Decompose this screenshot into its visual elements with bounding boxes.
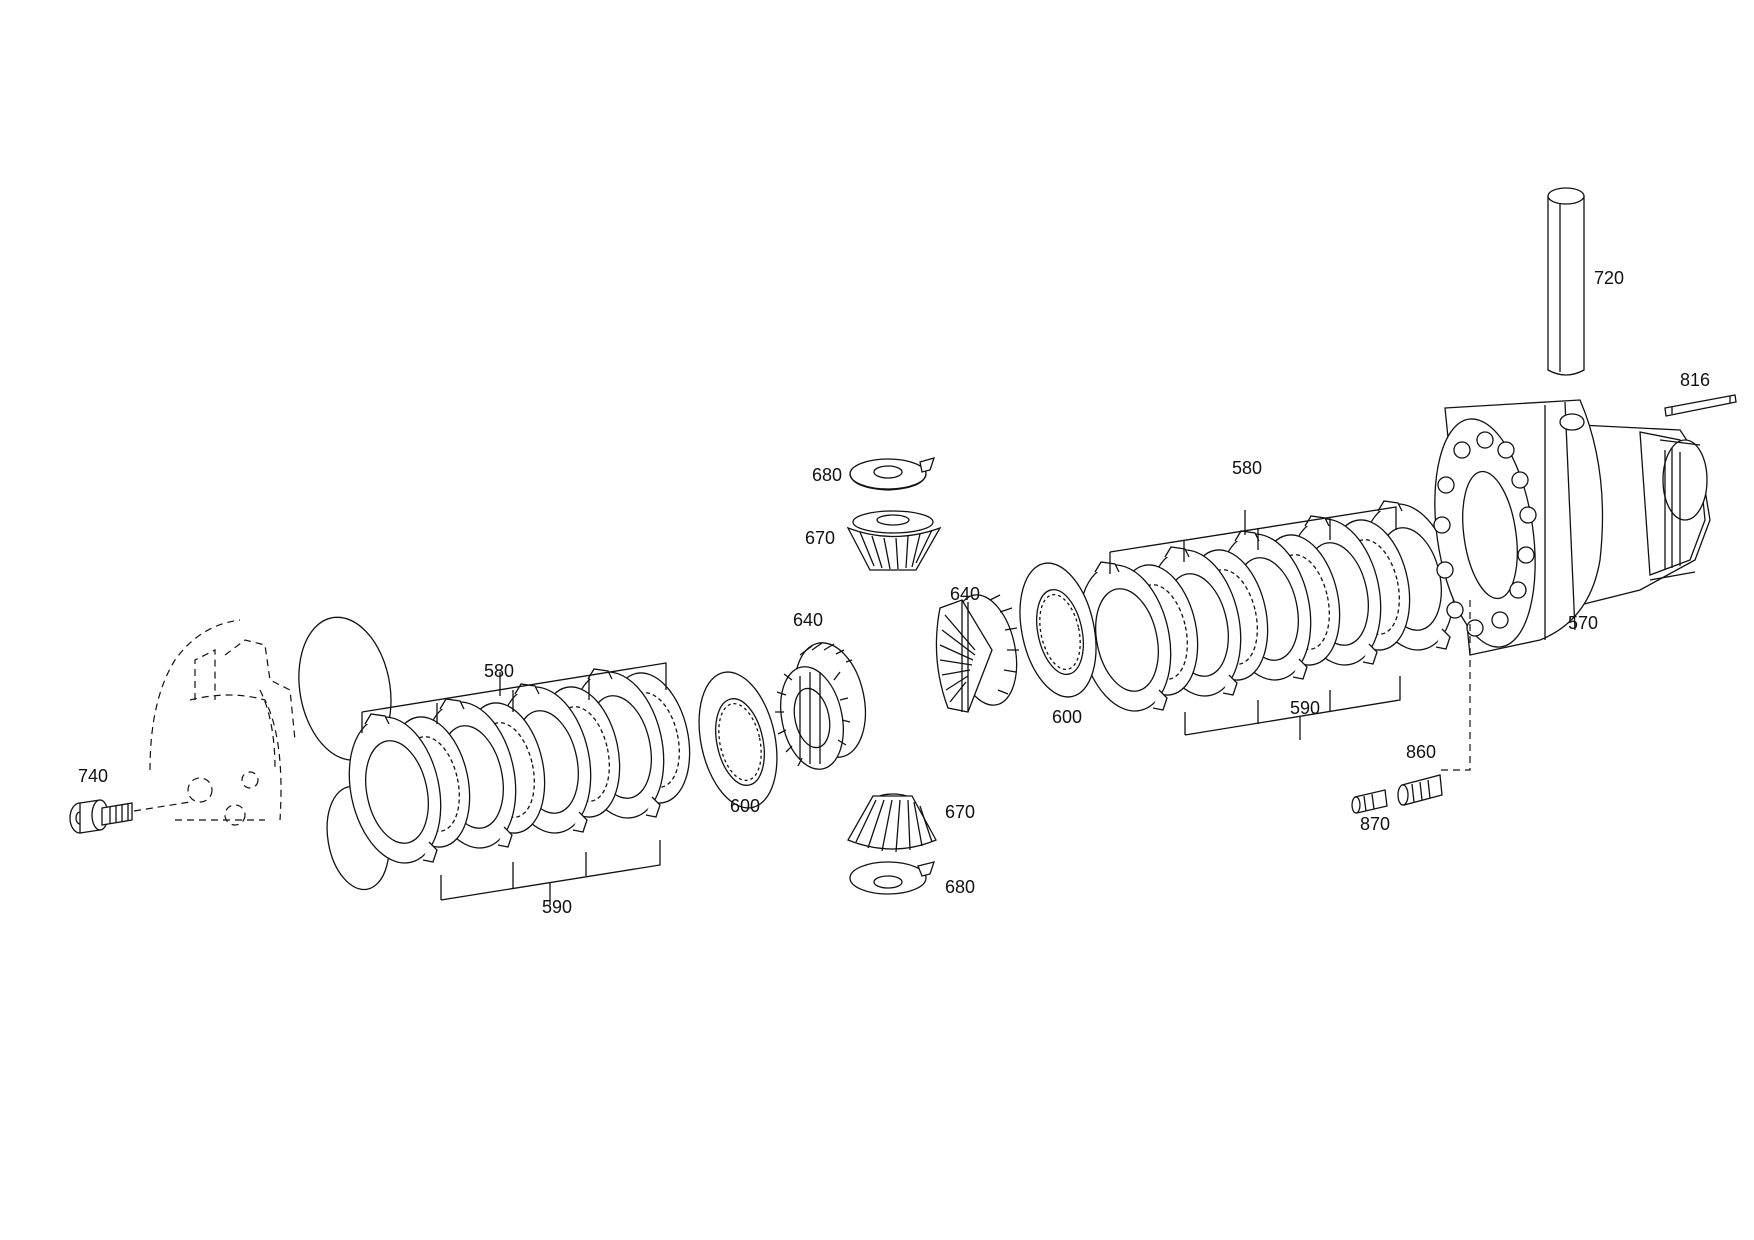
bracket-590-right: [1184, 676, 1401, 740]
outer-plate: [348, 713, 442, 864]
callout-740: 740: [78, 766, 108, 786]
callout-580-left: 580: [484, 661, 514, 681]
callout-640-right: 640: [950, 584, 980, 604]
differential-housing-570: [1433, 399, 1711, 771]
bevel-pinion-670-bottom: [847, 793, 937, 853]
callout-816: 816: [1680, 370, 1710, 390]
callout-600-left: 600: [730, 796, 760, 816]
callout-580-right: 580: [1232, 458, 1262, 478]
callout-590-right: 590: [1290, 698, 1320, 718]
right-disc-pack: [1078, 500, 1455, 712]
callout-680-bottom: 680: [945, 877, 975, 897]
bolt-740: [69, 799, 191, 834]
callout-670-bottom: 670: [945, 802, 975, 822]
outer-plate: [1078, 561, 1172, 712]
callout-720: 720: [1594, 268, 1624, 288]
housing-fragment: [149, 619, 296, 826]
bracket-590-left: [440, 840, 661, 905]
side-gear-640-right: [935, 594, 1019, 713]
bevel-pinion-670-top: [846, 510, 942, 571]
side-gear-640-left: [775, 642, 867, 770]
thrust-washer-600-right: [1019, 562, 1097, 698]
thrust-washer-680-top: [849, 457, 936, 491]
callout-labels: 740 580 590 600 640 680 670 670 680 640 …: [78, 268, 1710, 917]
roll-pin-816: [1664, 394, 1737, 417]
callout-680-top: 680: [812, 465, 842, 485]
roll-pin-860: [1397, 774, 1443, 806]
callout-600-right: 600: [1052, 707, 1082, 727]
callout-670-top: 670: [805, 528, 835, 548]
callout-870: 870: [1360, 814, 1390, 834]
bracket-580-right: [1109, 506, 1397, 574]
thrust-washer-600-left: [698, 671, 778, 809]
callout-640-left: 640: [793, 610, 823, 630]
roll-pin-870: [1351, 789, 1388, 814]
left-disc-pack: [348, 668, 691, 864]
callout-860: 860: [1406, 742, 1436, 762]
callout-590-left: 590: [542, 897, 572, 917]
cross-pin-720: [1547, 187, 1585, 376]
callout-570: 570: [1568, 613, 1598, 633]
thrust-washer-680-bottom: [849, 861, 935, 895]
bracket-580-left: [361, 662, 667, 733]
